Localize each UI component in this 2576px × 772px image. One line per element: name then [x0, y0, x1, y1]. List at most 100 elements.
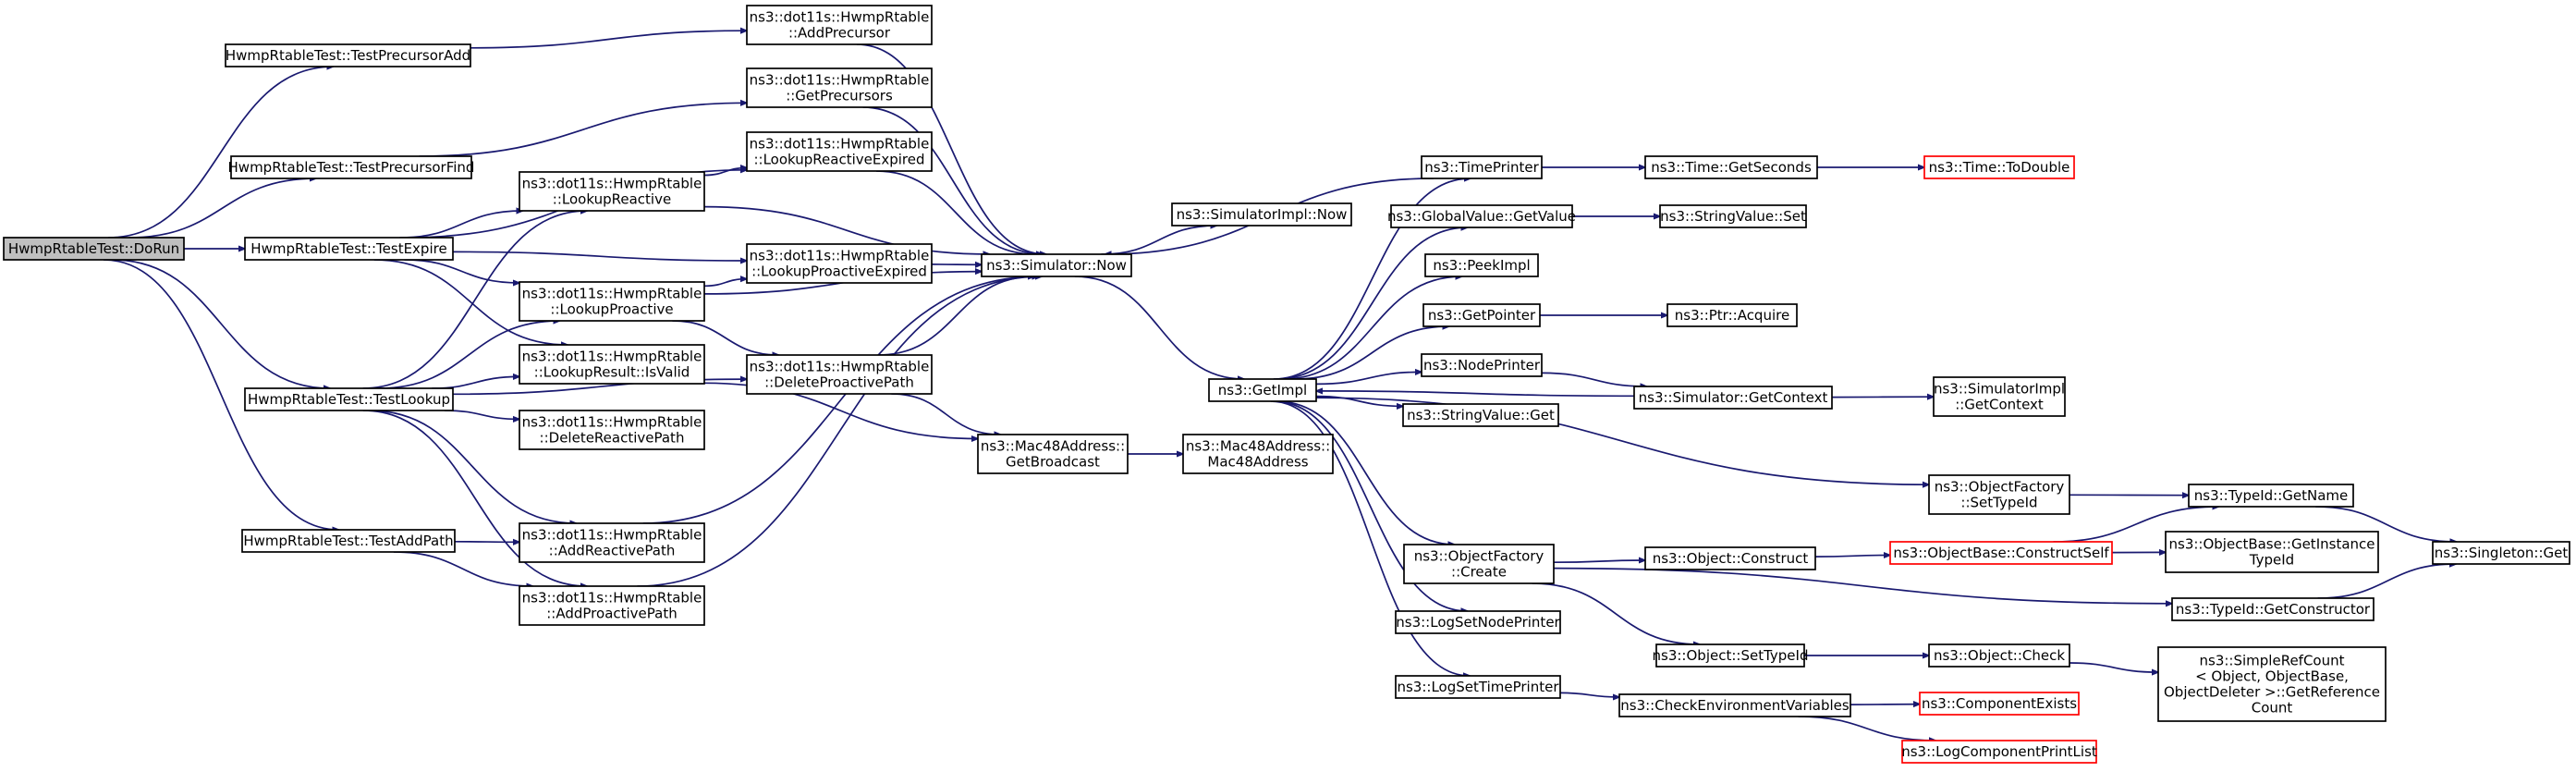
node-simulatorNow[interactable]: ns3::Simulator::Now: [981, 253, 1132, 277]
node-isValid-box: [519, 344, 705, 385]
node-singletonGet[interactable]: ns3::Singleton::Get: [2432, 541, 2570, 565]
edge-getImpl-to-logSetNodePrinter: [1273, 400, 1468, 611]
node-objectSetTypeId-box: [1655, 643, 1805, 668]
node-timePrinter-label: ns3::TimePrinter: [1424, 159, 1539, 176]
edge-deleteProactivePath-to-getBroadcast: [891, 393, 1000, 435]
edge-testLookup-to-addReactivePath: [369, 410, 577, 523]
node-doRun[interactable]: HwmpRtableTest::DoRun: [3, 237, 185, 261]
node-lookupProactive[interactable]: ns3::dot11s::HwmpRtable::LookupProactive: [519, 281, 705, 322]
node-getImpl-box: [1208, 378, 1317, 402]
node-logSetTimePrinter[interactable]: ns3::LogSetTimePrinter: [1395, 675, 1561, 699]
node-simulatorGetContext[interactable]: ns3::Simulator::GetContext: [1633, 386, 1833, 410]
node-typeIdGetName-label: ns3::TypeId::GetName: [2194, 487, 2348, 504]
node-testAddPath[interactable]: HwmpRtableTest::TestAddPath: [241, 529, 456, 553]
node-testExpire-box: [244, 237, 454, 261]
edge-simulatorNow-to-getImpl: [1074, 276, 1244, 379]
node-deleteProactivePath-box: [746, 354, 933, 395]
node-componentExists[interactable]: ns3::ComponentExists: [1919, 692, 2080, 716]
node-addReactivePath[interactable]: ns3::dot11s::HwmpRtable::AddReactivePath: [519, 522, 705, 563]
node-typeIdGetConstructor[interactable]: ns3::TypeId::GetConstructor: [2171, 597, 2375, 621]
node-typeIdGetConstructor-label: ns3::TypeId::GetConstructor: [2176, 601, 2371, 618]
node-simulatorNow-box: [981, 253, 1132, 277]
node-globalValueGetValue[interactable]: ns3::GlobalValue::GetValue: [1387, 204, 1576, 228]
node-timeToDouble-label: ns3::Time::ToDouble: [1929, 159, 2070, 176]
edge-lookupProactive-to-lookupProactiveExpired: [703, 279, 747, 288]
node-objectCheck[interactable]: ns3::Object::Check: [1928, 643, 2070, 668]
node-mac48Address[interactable]: ns3::Mac48Address::Mac48Address: [1182, 434, 1334, 474]
node-objectConstruct[interactable]: ns3::Object::Construct: [1644, 546, 1816, 570]
node-checkEnvVars[interactable]: ns3::CheckEnvironmentVariables: [1618, 693, 1851, 717]
node-peekImpl[interactable]: ns3::PeekImpl: [1424, 253, 1539, 277]
node-timeToDouble[interactable]: ns3::Time::ToDouble: [1923, 155, 2075, 179]
node-lookupProactiveExpired[interactable]: ns3::dot11s::HwmpRtable::LookupProactive…: [746, 243, 933, 284]
node-simulatorGetContext-box: [1633, 386, 1833, 410]
node-constructSelf[interactable]: ns3::ObjectBase::ConstructSelf: [1889, 541, 2113, 565]
node-getPointer[interactable]: ns3::GetPointer: [1422, 303, 1541, 327]
edge-getImpl-to-peekImpl: [1282, 276, 1462, 380]
node-objectConstruct-box: [1644, 546, 1816, 570]
node-lookupReactive[interactable]: ns3::dot11s::HwmpRtable::LookupReactive: [519, 171, 705, 212]
node-singletonGet-box: [2432, 541, 2570, 565]
edge-testAddPath-to-addProactivePath: [393, 551, 533, 586]
node-logSetNodePrinter[interactable]: ns3::LogSetNodePrinter: [1395, 610, 1561, 634]
node-typeIdGetName-box: [2188, 484, 2354, 508]
node-peekImpl-label: ns3::PeekImpl: [1433, 257, 1530, 274]
node-lookupReactiveExpired[interactable]: ns3::dot11s::HwmpRtable::LookupReactiveE…: [746, 131, 933, 172]
node-getBroadcast-box: [977, 434, 1129, 474]
node-typeIdGetName[interactable]: ns3::TypeId::GetName: [2188, 484, 2354, 508]
node-nodePrinter[interactable]: ns3::NodePrinter: [1421, 353, 1543, 377]
node-getInstanceTypeId-label-line2: TypeId: [2249, 552, 2294, 569]
node-objectSetTypeId[interactable]: ns3::Object::SetTypeId: [1653, 643, 1809, 668]
node-getPrecursors-box: [746, 67, 933, 108]
edge-getImpl-to-globalValueGetValue: [1276, 227, 1468, 380]
node-isValid-label-line1: ns3::dot11s::HwmpRtable: [522, 349, 702, 365]
node-logComponentPrintList[interactable]: ns3::LogComponentPrintList: [1901, 740, 2097, 764]
node-isValid-label-line2: ::LookupResult::IsValid: [534, 364, 690, 381]
edge-checkEnvVars-to-logComponentPrintList: [1798, 716, 1936, 741]
edge-testLookup-to-lookupProactive: [378, 321, 560, 389]
node-lookupProactive-box: [519, 281, 705, 322]
node-simImplGetContext-label-line1: ns3::SimulatorImpl: [1934, 381, 2065, 398]
edge-addProactivePath-to-simulatorNow: [637, 276, 1042, 587]
node-stringValueSet-label: ns3::StringValue::Set: [1660, 208, 1806, 225]
node-simImplGetContext[interactable]: ns3::SimulatorImpl::GetContext: [1933, 376, 2066, 417]
node-timeGetSeconds[interactable]: ns3::Time::GetSeconds: [1644, 155, 1818, 179]
node-deleteProactivePath[interactable]: ns3::dot11s::HwmpRtable::DeleteProactive…: [746, 354, 933, 395]
node-objectCheck-box: [1928, 643, 2070, 668]
edge-testLookup-to-addProactivePath: [362, 410, 587, 586]
node-deleteReactivePath[interactable]: ns3::dot11s::HwmpRtable::DeleteReactiveP…: [519, 410, 705, 450]
node-simpleRefCount[interactable]: ns3::SimpleRefCount< Object, ObjectBase,…: [2157, 646, 2387, 722]
node-doRun-box: [3, 237, 185, 261]
node-addProactivePath[interactable]: ns3::dot11s::HwmpRtable::AddProactivePat…: [519, 585, 705, 626]
node-testPrecursorAdd[interactable]: HwmpRtableTest::TestPrecursorAdd: [225, 43, 471, 67]
edge-getImpl-to-getPointer: [1295, 326, 1449, 380]
node-simImplNow-label: ns3::SimulatorImpl::Now: [1177, 206, 1348, 223]
node-logSetTimePrinter-label: ns3::LogSetTimePrinter: [1397, 679, 1559, 695]
node-testExpire[interactable]: HwmpRtableTest::TestExpire: [244, 237, 454, 261]
node-timePrinter[interactable]: ns3::TimePrinter: [1421, 155, 1543, 179]
node-getPointer-box: [1422, 303, 1541, 327]
node-testAddPath-label: HwmpRtableTest::TestAddPath: [243, 533, 453, 549]
node-stringValueSet[interactable]: ns3::StringValue::Set: [1659, 204, 1807, 228]
node-timeGetSeconds-label: ns3::Time::GetSeconds: [1651, 159, 1812, 176]
edge-getImpl-to-nodePrinter: [1315, 372, 1422, 386]
edge-lookupReactive-to-simulatorNow: [703, 205, 990, 254]
node-addReactivePath-box: [519, 522, 705, 563]
node-getBroadcast[interactable]: ns3::Mac48Address::GetBroadcast: [977, 434, 1129, 474]
node-objectFactoryCreate[interactable]: ns3::ObjectFactory::Create: [1403, 544, 1555, 584]
node-addPrecursor[interactable]: ns3::dot11s::HwmpRtable::AddPrecursor: [746, 5, 933, 45]
node-ptrAcquire[interactable]: ns3::Ptr::Acquire: [1666, 303, 1798, 327]
node-timeGetSeconds-box: [1644, 155, 1818, 179]
node-stringValueGet[interactable]: ns3::StringValue::Get: [1402, 403, 1559, 427]
node-simImplNow[interactable]: ns3::SimulatorImpl::Now: [1171, 202, 1352, 227]
node-objectFactorySetTypeId[interactable]: ns3::ObjectFactory::SetTypeId: [1928, 474, 2070, 515]
node-isValid[interactable]: ns3::dot11s::HwmpRtable::LookupResult::I…: [519, 344, 705, 385]
node-constructSelf-label: ns3::ObjectBase::ConstructSelf: [1893, 545, 2109, 561]
node-getBroadcast-label-line2: GetBroadcast: [1006, 454, 1100, 471]
node-testPrecursorFind[interactable]: HwmpRtableTest::TestPrecursorFind: [228, 155, 475, 179]
node-objectConstruct-label: ns3::Object::Construct: [1653, 550, 1809, 567]
node-testLookup[interactable]: HwmpRtableTest::TestLookup: [244, 387, 454, 411]
node-getImpl[interactable]: ns3::GetImpl: [1208, 378, 1317, 402]
node-getPrecursors[interactable]: ns3::dot11s::HwmpRtable::GetPrecursors: [746, 67, 933, 108]
